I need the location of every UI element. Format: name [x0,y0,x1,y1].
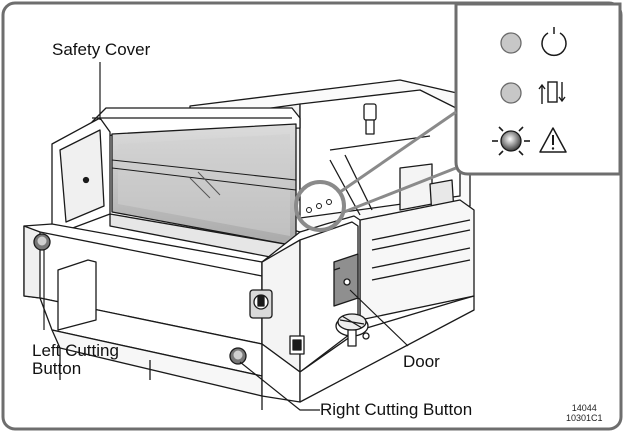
figure-code-line2: 10301C1 [566,413,603,423]
label-left-cutting-line2: Button [32,359,82,378]
machine-lamp-cluster [306,199,332,213]
indicator-inset-panel [454,2,622,176]
label-door: Door [403,352,440,371]
lamp-blade-off [500,82,522,104]
indicator-callout-circle [294,180,346,232]
leader-door [349,289,409,347]
leader-lines [43,62,409,411]
figure-code-line1: 14044 [571,403,597,413]
figure-code: 14044 10301C1 [566,403,603,423]
blade-motion-icon [538,81,566,104]
power-ring-icon [541,27,567,57]
lamp-warning-lit [492,126,530,156]
label-right-cutting-button: Right Cutting Button [320,400,473,419]
lamp-power-off [500,32,522,54]
callout-line-upper [339,110,457,194]
warning-triangle-icon [539,127,567,153]
callout-line-lower [343,166,457,214]
label-safety-cover: Safety Cover [52,40,151,59]
label-left-cutting-line1: Left Cutting [32,341,119,360]
leader-right-cutting [239,361,320,411]
